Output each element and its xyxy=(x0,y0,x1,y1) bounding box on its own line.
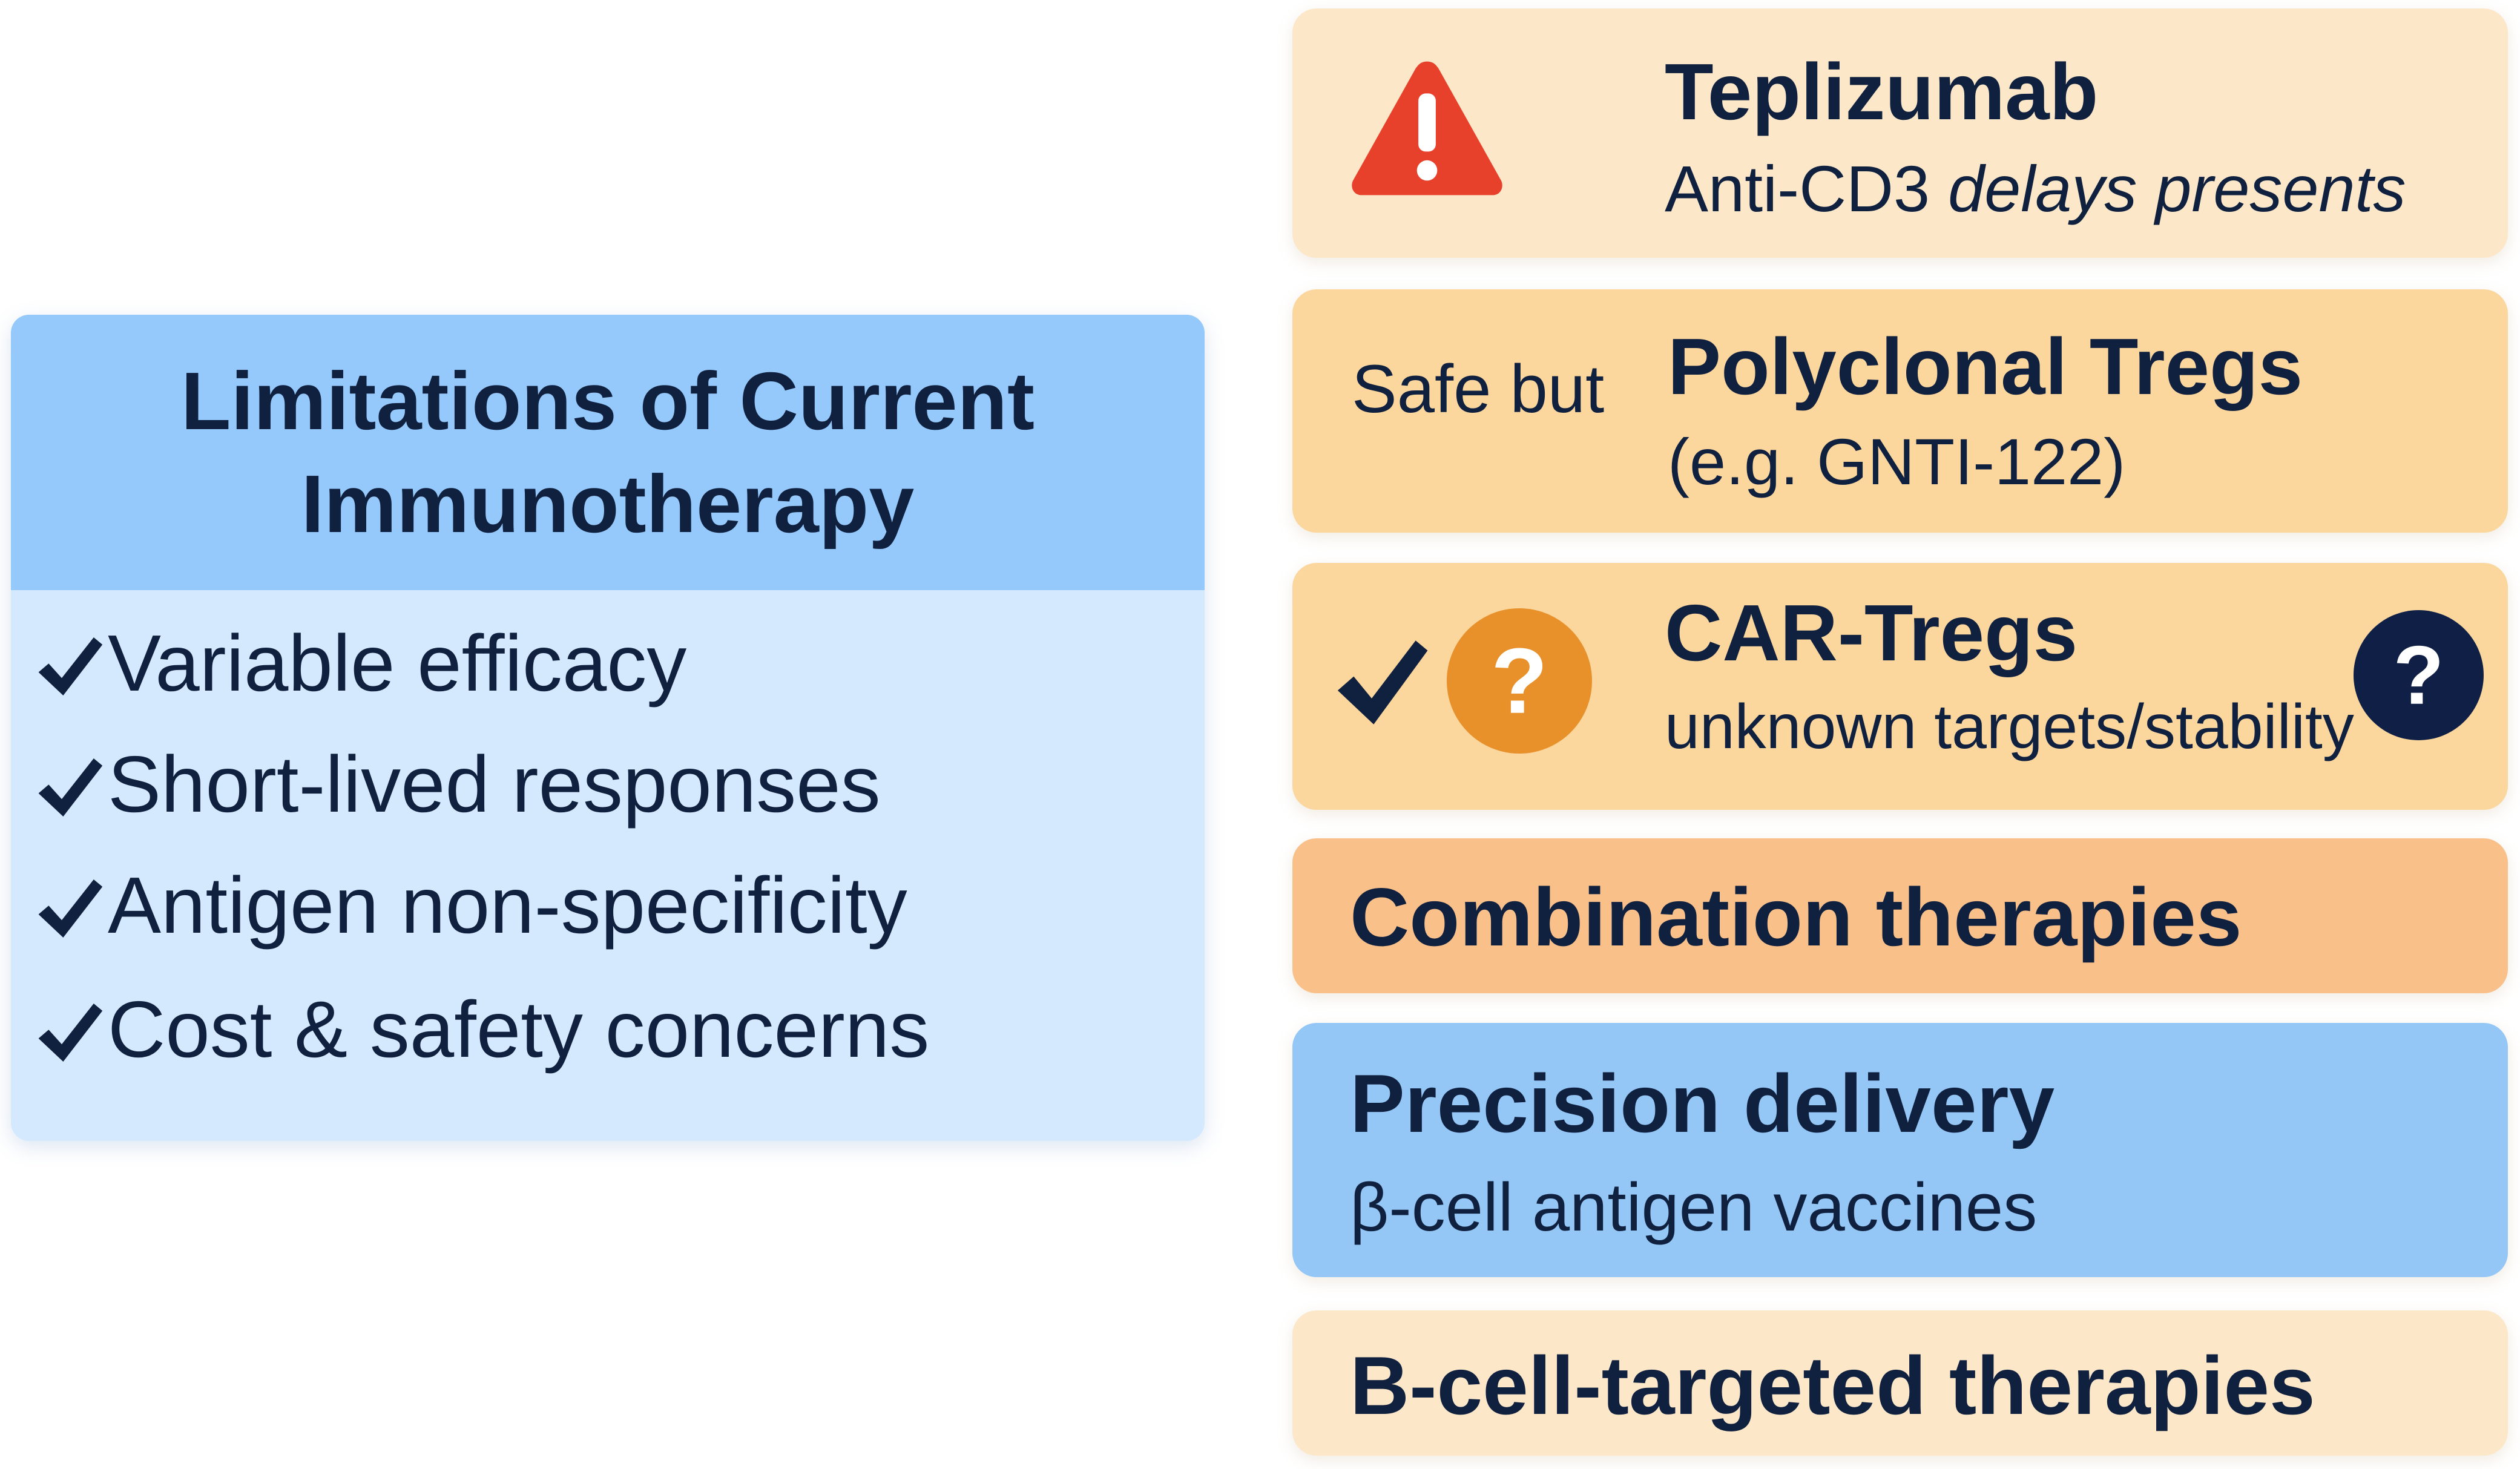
list-item-label: Short-lived responses xyxy=(108,739,881,829)
question-icon-orange: ? xyxy=(1447,608,1592,754)
list-item: Short-lived responses xyxy=(38,732,881,835)
limitations-list: Variable efficacy Short-lived responses … xyxy=(11,590,1205,1141)
card-subtitle: β-cell antigen vaccines xyxy=(1350,1169,2038,1245)
card-title: Precision delivery xyxy=(1350,1057,2055,1149)
title-line-1: Limitations of Current xyxy=(181,355,1035,447)
card-b-cell-therapies: B-cell-targeted therapies xyxy=(1292,1310,2508,1456)
check-icon xyxy=(38,1004,103,1062)
check-icon xyxy=(38,637,103,695)
question-icon-navy: ? xyxy=(2354,610,2484,740)
list-item: Antigen non-specificity xyxy=(38,853,907,956)
limitations-panel: Limitations of Current Immunotherapy Var… xyxy=(11,315,1205,1141)
card-subtitle: unknown targets/stability xyxy=(1665,692,2354,762)
card-title: Combination therapies xyxy=(1350,871,2242,963)
list-item-label: Variable efficacy xyxy=(108,618,687,708)
card-combination-therapies: Combination therapies xyxy=(1292,838,2508,993)
svg-text:?: ? xyxy=(1491,629,1548,733)
check-icon xyxy=(38,879,103,938)
svg-text:?: ? xyxy=(2393,629,2444,722)
card-teplizumab: Teplizumab Anti-CD3 delays presents xyxy=(1292,8,2508,258)
card-subtitle: (e.g. GNTI-122) xyxy=(1668,425,2126,498)
limitations-title: Limitations of Current Immunotherapy xyxy=(63,350,1153,556)
list-item-label: Antigen non-specificity xyxy=(108,860,907,950)
list-item: Cost & safety concerns xyxy=(38,978,930,1080)
check-icon xyxy=(38,758,103,817)
card-title: CAR-Tregs xyxy=(1665,588,2078,677)
card-precision-delivery: Precision delivery β-cell antigen vaccin… xyxy=(1292,1023,2508,1277)
card-title: B-cell-targeted therapies xyxy=(1350,1339,2315,1431)
card-subtitle-plain: Anti-CD3 xyxy=(1665,152,1949,225)
card-title: Polyclonal Tregs xyxy=(1668,322,2303,411)
card-subtitle: Anti-CD3 delays presents xyxy=(1665,151,2406,226)
check-icon xyxy=(1337,640,1428,725)
list-item: Variable efficacy xyxy=(38,611,687,714)
card-polyclonal-tregs: Safe but Polyclonal Tregs (e.g. GNTI-122… xyxy=(1292,289,2508,533)
warning-icon xyxy=(1352,61,1502,196)
limitations-header: Limitations of Current Immunotherapy xyxy=(11,315,1205,590)
card-prefix: Safe but xyxy=(1352,351,1605,427)
card-car-tregs: ? CAR-Tregs unknown targets/stability ? xyxy=(1292,563,2508,810)
list-item-label: Cost & safety concerns xyxy=(108,984,930,1074)
card-subtitle-italic: delays presents xyxy=(1948,152,2406,225)
card-title: Teplizumab xyxy=(1665,47,2099,136)
title-line-2: Immunotherapy xyxy=(301,458,915,550)
